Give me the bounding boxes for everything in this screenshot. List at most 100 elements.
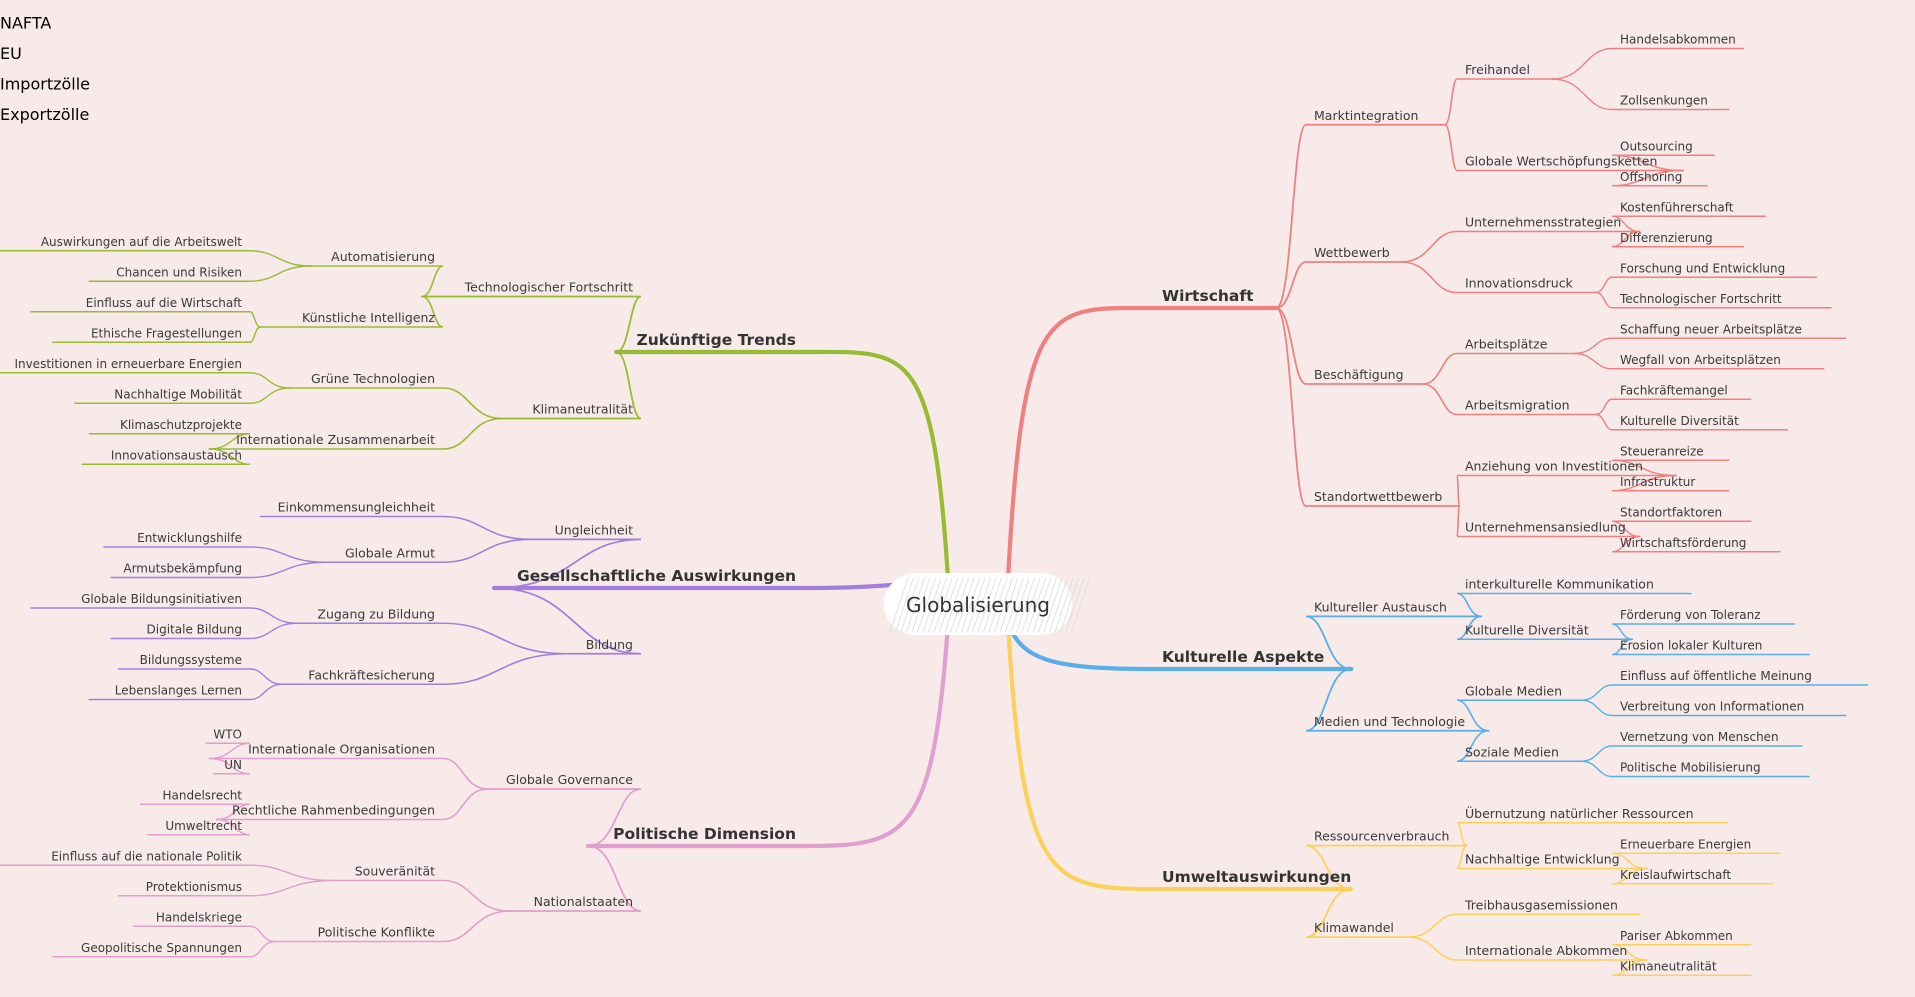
node-einfluss-auf-oeffentliche-meinung[interactable]: Einfluss auf öffentliche Meinung: [1620, 669, 1812, 683]
node-investitionen-in-erneuerbare-energien[interactable]: Investitionen in erneuerbare Energien: [14, 357, 242, 371]
node-gruene-technologien[interactable]: Grüne Technologien: [311, 371, 435, 386]
node-unternehmensstrategien[interactable]: Unternehmensstrategien: [1465, 215, 1621, 230]
node-globale-medien[interactable]: Globale Medien: [1465, 683, 1562, 698]
node-arbeitsmigration[interactable]: Arbeitsmigration: [1465, 398, 1570, 413]
branch-kultur[interactable]: Kulturelle Aspekte: [1162, 648, 1324, 666]
node-verbreitung-von-informationen[interactable]: Verbreitung von Informationen: [1620, 700, 1804, 714]
node-unternehmensansiedlung[interactable]: Unternehmensansiedlung: [1465, 520, 1626, 535]
branch-gesellschaft[interactable]: Gesellschaftliche Auswirkungen: [517, 567, 796, 585]
node-importzoelle[interactable]: Importzölle: [0, 74, 90, 93]
node-ressourcenverbrauch[interactable]: Ressourcenverbrauch: [1314, 829, 1449, 844]
node-digitale-bildung[interactable]: Digitale Bildung: [147, 623, 242, 637]
node-armutsbekaempfung[interactable]: Armutsbekämpfung: [123, 562, 242, 576]
node-standortwettbewerb[interactable]: Standortwettbewerb: [1314, 489, 1442, 504]
node-automatisierung[interactable]: Automatisierung: [331, 249, 435, 264]
branch-trends[interactable]: Zukünftige Trends: [636, 331, 796, 349]
node-erneuerbare-energien[interactable]: Erneuerbare Energien: [1620, 837, 1751, 851]
node-steueranreize[interactable]: Steueranreize: [1620, 444, 1704, 458]
node-internationale-abkommen[interactable]: Internationale Abkommen: [1465, 943, 1627, 958]
node-einkommensungleichheit[interactable]: Einkommensungleichheit: [278, 500, 436, 515]
node-wettbewerb[interactable]: Wettbewerb: [1314, 245, 1390, 260]
node-nachhaltige-mobilitaet[interactable]: Nachhaltige Mobilität: [114, 387, 242, 401]
node-forschung-und-entwicklung[interactable]: Forschung und Entwicklung: [1620, 261, 1785, 275]
node-globale-bildungsinitiativen[interactable]: Globale Bildungsinitiativen: [81, 592, 242, 606]
node-kuenstliche-intelligenz[interactable]: Künstliche Intelligenz: [302, 310, 435, 325]
node-protektionismus[interactable]: Protektionismus: [146, 880, 242, 894]
node-souveraenitaet[interactable]: Souveränität: [355, 864, 435, 879]
node-globale-wertschoepfungsketten[interactable]: Globale Wertschöpfungsketten: [1465, 154, 1657, 169]
node-marktintegration[interactable]: Marktintegration: [1314, 108, 1418, 123]
node-outsourcing[interactable]: Outsourcing: [1620, 139, 1693, 153]
node-rechtliche-rahmenbedingungen[interactable]: Rechtliche Rahmenbedingungen: [232, 803, 435, 818]
node-bildung[interactable]: Bildung: [586, 637, 633, 652]
node-klimawandel[interactable]: Klimawandel: [1314, 920, 1394, 935]
branch-wirtschaft[interactable]: Wirtschaft: [1162, 287, 1254, 305]
node-nachhaltige-entwicklung[interactable]: Nachhaltige Entwicklung: [1465, 852, 1620, 867]
node-handelsabkommen[interactable]: Handelsabkommen: [1620, 33, 1736, 47]
node-klimaneutralitaet[interactable]: Klimaneutralität: [532, 402, 633, 417]
node-infrastruktur[interactable]: Infrastruktur: [1620, 475, 1695, 489]
node-einfluss-auf-die-wirtschaft[interactable]: Einfluss auf die Wirtschaft: [86, 296, 243, 310]
node-kreislaufwirtschaft[interactable]: Kreislaufwirtschaft: [1620, 868, 1731, 882]
node-medien-und-technologie[interactable]: Medien und Technologie: [1314, 714, 1465, 729]
node-eu[interactable]: EU: [0, 44, 22, 63]
node-umweltrecht[interactable]: Umweltrecht: [165, 819, 242, 833]
node-handelskriege[interactable]: Handelskriege: [156, 910, 242, 924]
node-beschaeftigung[interactable]: Beschäftigung: [1314, 367, 1404, 382]
node-internationale-zusammenarbeit[interactable]: Internationale Zusammenarbeit: [236, 432, 435, 447]
node-kulturelle-diversitaet[interactable]: Kulturelle Diversität: [1465, 622, 1589, 637]
node-freihandel[interactable]: Freihandel: [1465, 62, 1530, 77]
node-zollsenkungen[interactable]: Zollsenkungen: [1620, 94, 1708, 108]
node-un[interactable]: UN: [224, 758, 242, 772]
node-nafta[interactable]: NAFTA: [0, 13, 51, 32]
node-politische-mobilisierung[interactable]: Politische Mobilisierung: [1620, 761, 1761, 775]
node-anziehung-von-investitionen[interactable]: Anziehung von Investitionen: [1465, 459, 1643, 474]
root-node[interactable]: Globalisierung: [884, 573, 1090, 635]
node-foerderung-von-toleranz[interactable]: Förderung von Toleranz: [1620, 608, 1761, 622]
node-pariser-abkommen[interactable]: Pariser Abkommen: [1620, 929, 1733, 943]
node-ethische-fragestellungen[interactable]: Ethische Fragestellungen: [91, 326, 242, 340]
node-interkulturelle-kommunikation[interactable]: interkulturelle Kommunikation: [1465, 577, 1654, 592]
node-nationalstaaten[interactable]: Nationalstaaten: [534, 894, 633, 909]
node-globale-governance[interactable]: Globale Governance: [506, 772, 633, 787]
node-technologischer-fortschritt[interactable]: Technologischer Fortschritt: [1619, 292, 1782, 306]
node-bildungssysteme[interactable]: Bildungssysteme: [140, 653, 242, 667]
node-auswirkungen-auf-die-arbeitswelt[interactable]: Auswirkungen auf die Arbeitswelt: [41, 235, 242, 249]
node-uebernutzung-natuerlicher-ressourcen[interactable]: Übernutzung natürlicher Ressourcen: [1465, 805, 1694, 821]
node-entwicklungshilfe[interactable]: Entwicklungshilfe: [137, 531, 242, 545]
node-kostenfuehrerschaft[interactable]: Kostenführerschaft: [1620, 200, 1734, 214]
node-wirtschaftsfoerderung[interactable]: Wirtschaftsförderung: [1620, 536, 1746, 550]
node-kulturelle-diversitaet[interactable]: Kulturelle Diversität: [1620, 414, 1739, 428]
node-fachkraeftemangel[interactable]: Fachkräftemangel: [1620, 383, 1728, 397]
node-erosion-lokaler-kulturen[interactable]: Erosion lokaler Kulturen: [1620, 639, 1762, 653]
node-kultureller-austausch[interactable]: Kultureller Austausch: [1314, 599, 1447, 614]
node-chancen-und-risiken[interactable]: Chancen und Risiken: [116, 265, 242, 279]
node-einfluss-auf-die-nationale-politik[interactable]: Einfluss auf die nationale Politik: [51, 849, 242, 863]
node-lebenslanges-lernen[interactable]: Lebenslanges Lernen: [115, 684, 242, 698]
node-treibhausgasemissionen[interactable]: Treibhausgasemissionen: [1464, 897, 1618, 912]
node-vernetzung-von-menschen[interactable]: Vernetzung von Menschen: [1620, 730, 1779, 744]
node-technologischer-fortschritt[interactable]: Technologischer Fortschritt: [464, 280, 633, 295]
node-geopolitische-spannungen[interactable]: Geopolitische Spannungen: [81, 941, 242, 955]
node-politische-konflikte[interactable]: Politische Konflikte: [318, 925, 436, 940]
node-fachkraeftesicherung[interactable]: Fachkräftesicherung: [308, 667, 435, 682]
node-exportzoelle[interactable]: Exportzölle: [0, 105, 89, 124]
node-standortfaktoren[interactable]: Standortfaktoren: [1620, 505, 1722, 519]
node-wto[interactable]: WTO: [213, 727, 242, 741]
node-differenzierung[interactable]: Differenzierung: [1620, 231, 1713, 245]
node-internationale-organisationen[interactable]: Internationale Organisationen: [248, 742, 435, 757]
node-wegfall-von-arbeitsplaetzen[interactable]: Wegfall von Arbeitsplätzen: [1620, 353, 1781, 367]
node-schaffung-neuer-arbeitsplaetze[interactable]: Schaffung neuer Arbeitsplätze: [1620, 322, 1802, 336]
branch-politik[interactable]: Politische Dimension: [613, 825, 796, 843]
node-handelsrecht[interactable]: Handelsrecht: [162, 788, 242, 802]
node-innovationsaustausch[interactable]: Innovationsaustausch: [111, 448, 242, 462]
node-globale-armut[interactable]: Globale Armut: [345, 545, 435, 560]
node-arbeitsplaetze[interactable]: Arbeitsplätze: [1465, 337, 1548, 352]
node-soziale-medien[interactable]: Soziale Medien: [1465, 744, 1559, 759]
node-zugang-zu-bildung[interactable]: Zugang zu Bildung: [317, 606, 435, 621]
node-klimaneutralitaet[interactable]: Klimaneutralität: [1620, 959, 1717, 973]
node-klimaschutzprojekte[interactable]: Klimaschutzprojekte: [120, 418, 242, 432]
node-innovationsdruck[interactable]: Innovationsdruck: [1465, 276, 1574, 291]
branch-umwelt[interactable]: Umweltauswirkungen: [1162, 868, 1351, 886]
node-offshoring[interactable]: Offshoring: [1620, 170, 1682, 184]
